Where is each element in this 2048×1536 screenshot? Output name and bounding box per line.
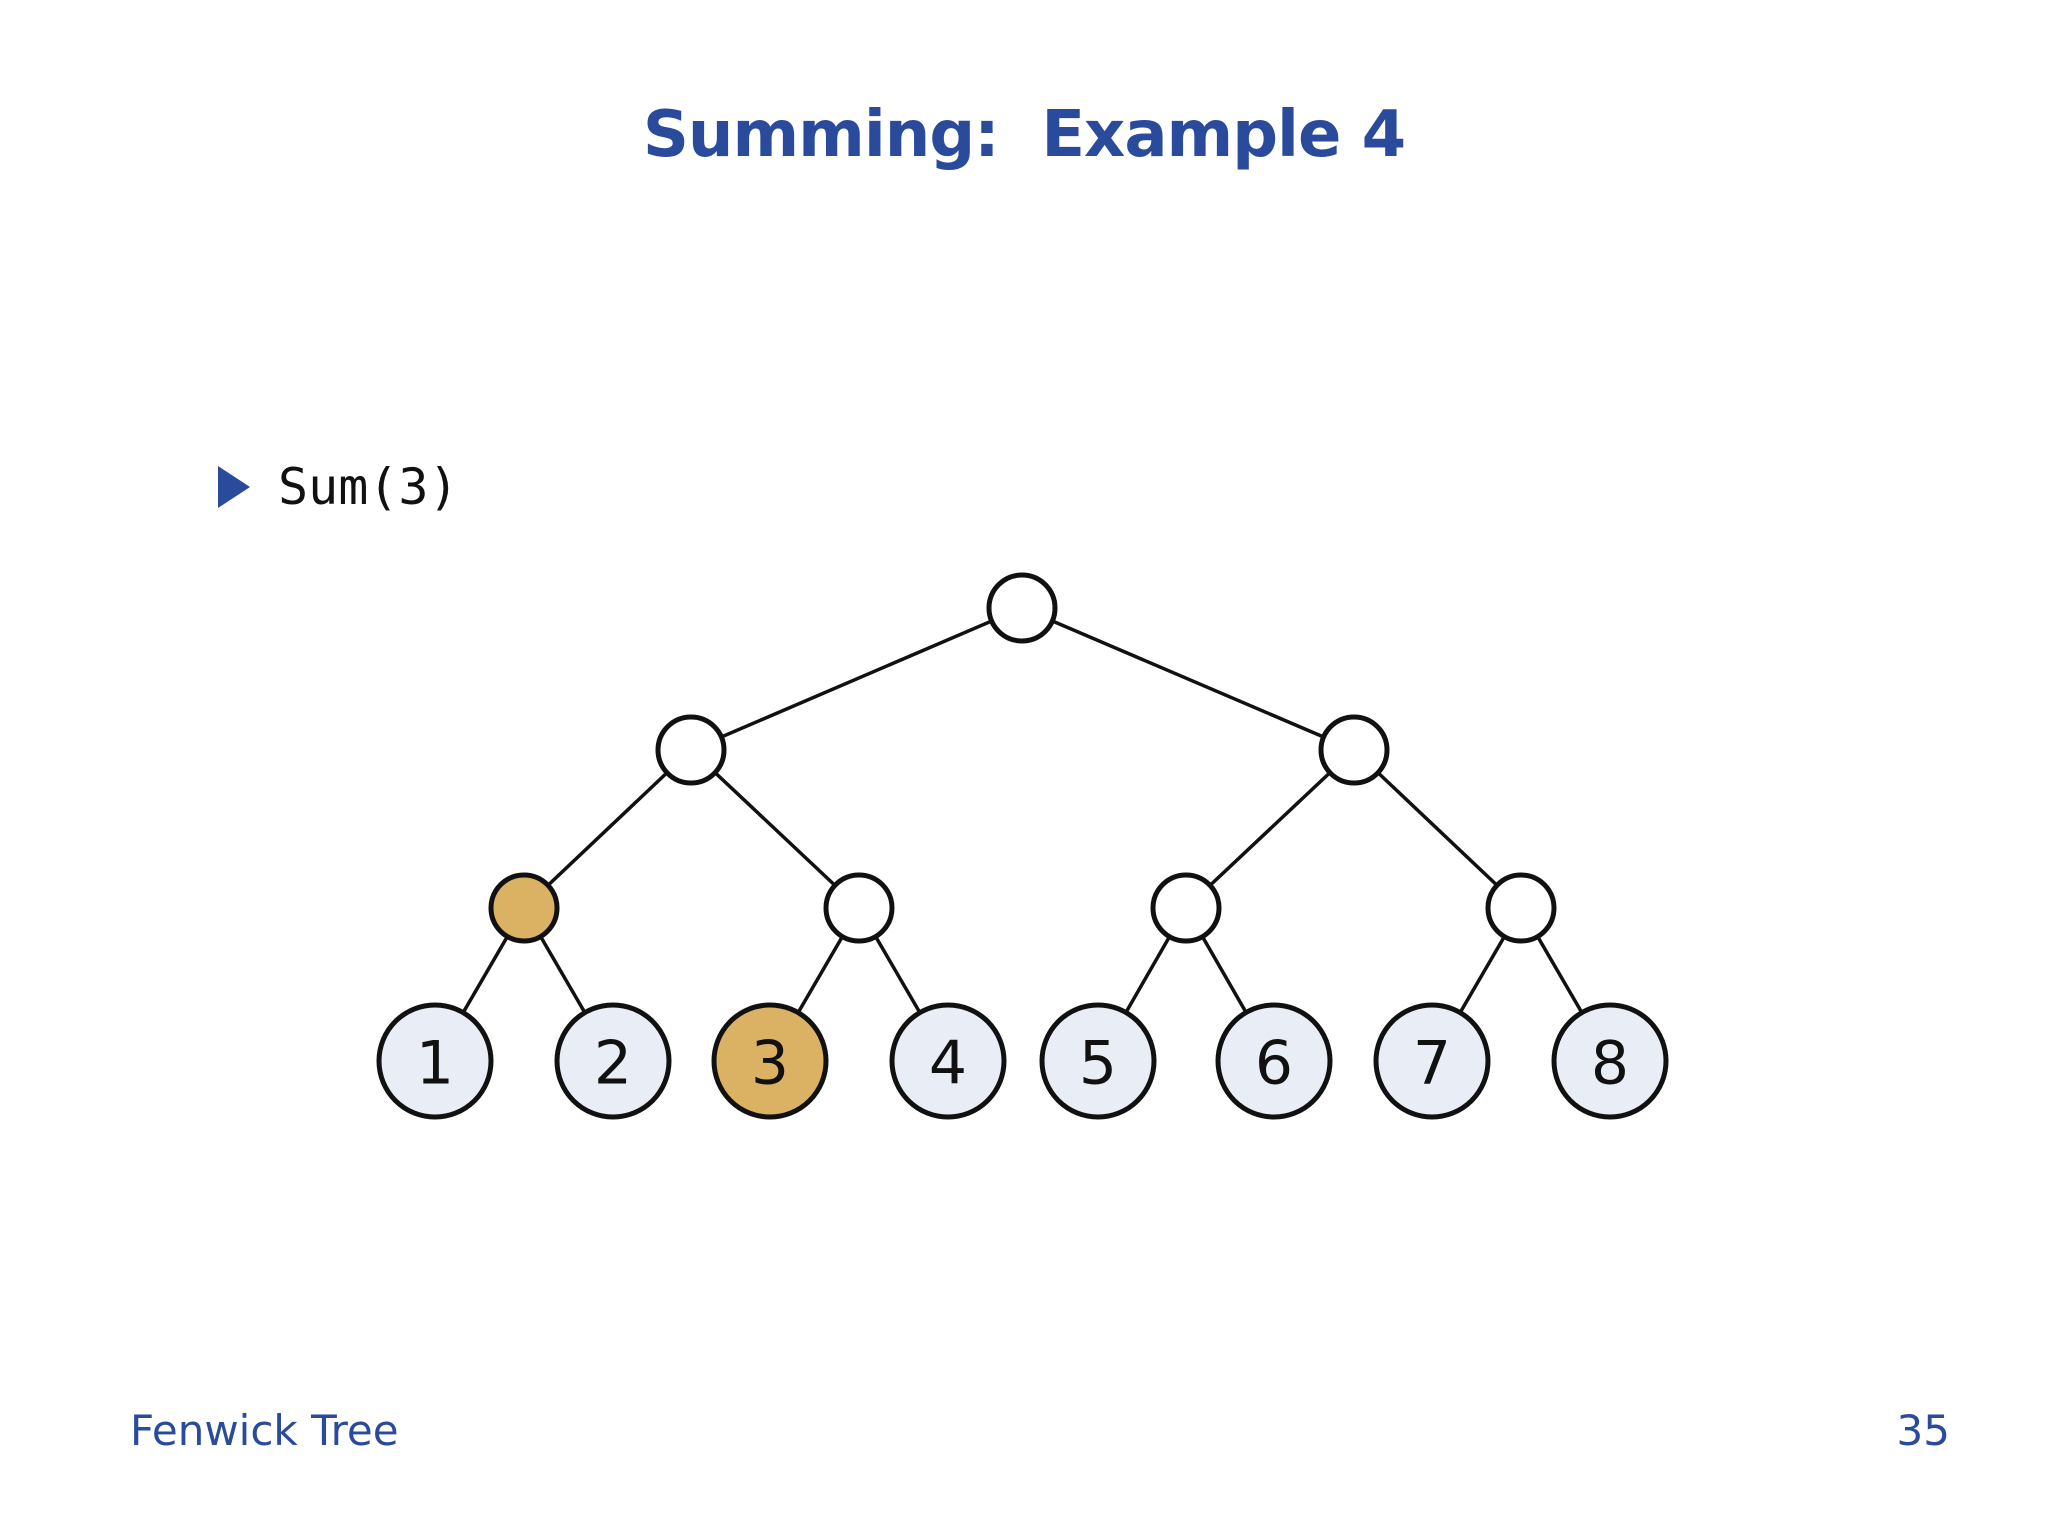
tree-node-label-leaf-1: 1 [416, 1028, 454, 1098]
tree-node-internal-3-4 [823, 872, 895, 944]
tree-edge [1352, 748, 1523, 910]
tree-edge [689, 748, 861, 910]
tree-node-internal-7-8 [1485, 872, 1557, 944]
tree-node-internal-5-8 [1318, 714, 1390, 786]
tree-node-leaf-7 [1373, 1002, 1491, 1120]
tree-node-label-leaf-5: 5 [1079, 1028, 1117, 1098]
tree-node-label-leaf-2: 2 [594, 1028, 632, 1098]
tree-node-leaf-4 [889, 1002, 1007, 1120]
tree-node-internal-5-6 [1150, 872, 1222, 944]
footer-title: Fenwick Tree [130, 1406, 399, 1455]
tree-node-label-leaf-6: 6 [1255, 1028, 1293, 1098]
tree-node-internal-1-8 [986, 572, 1058, 644]
tree-node-leaf-8 [1551, 1002, 1669, 1120]
tree-node-internal-1-4 [655, 714, 727, 786]
tree-node-label-leaf-8: 8 [1591, 1028, 1629, 1098]
tree-edge [1021, 606, 1355, 752]
tree-node-internal-1-2 [488, 872, 560, 944]
bullet-text: Sum(3) [278, 458, 459, 516]
tree-edge [690, 606, 1023, 752]
tree-node-leaf-3 [711, 1002, 829, 1120]
bullet-triangle-icon [218, 466, 250, 508]
tree-edge [522, 748, 693, 910]
bullet-item: Sum(3) [218, 458, 459, 516]
tree-edge [1184, 748, 1356, 910]
tree-node-leaf-2 [554, 1002, 672, 1120]
tree-node-label-leaf-3: 3 [751, 1028, 789, 1098]
footer-page-number: 35 [1896, 1406, 1950, 1455]
tree-node-label-leaf-4: 4 [929, 1028, 967, 1098]
slide-title: Summing: Example 4 [642, 98, 1406, 172]
tree-node-leaf-1 [376, 1002, 494, 1120]
tree-node-label-leaf-7: 7 [1413, 1028, 1451, 1098]
tree-node-leaf-5 [1039, 1002, 1157, 1120]
tree-node-leaf-6 [1215, 1002, 1333, 1120]
